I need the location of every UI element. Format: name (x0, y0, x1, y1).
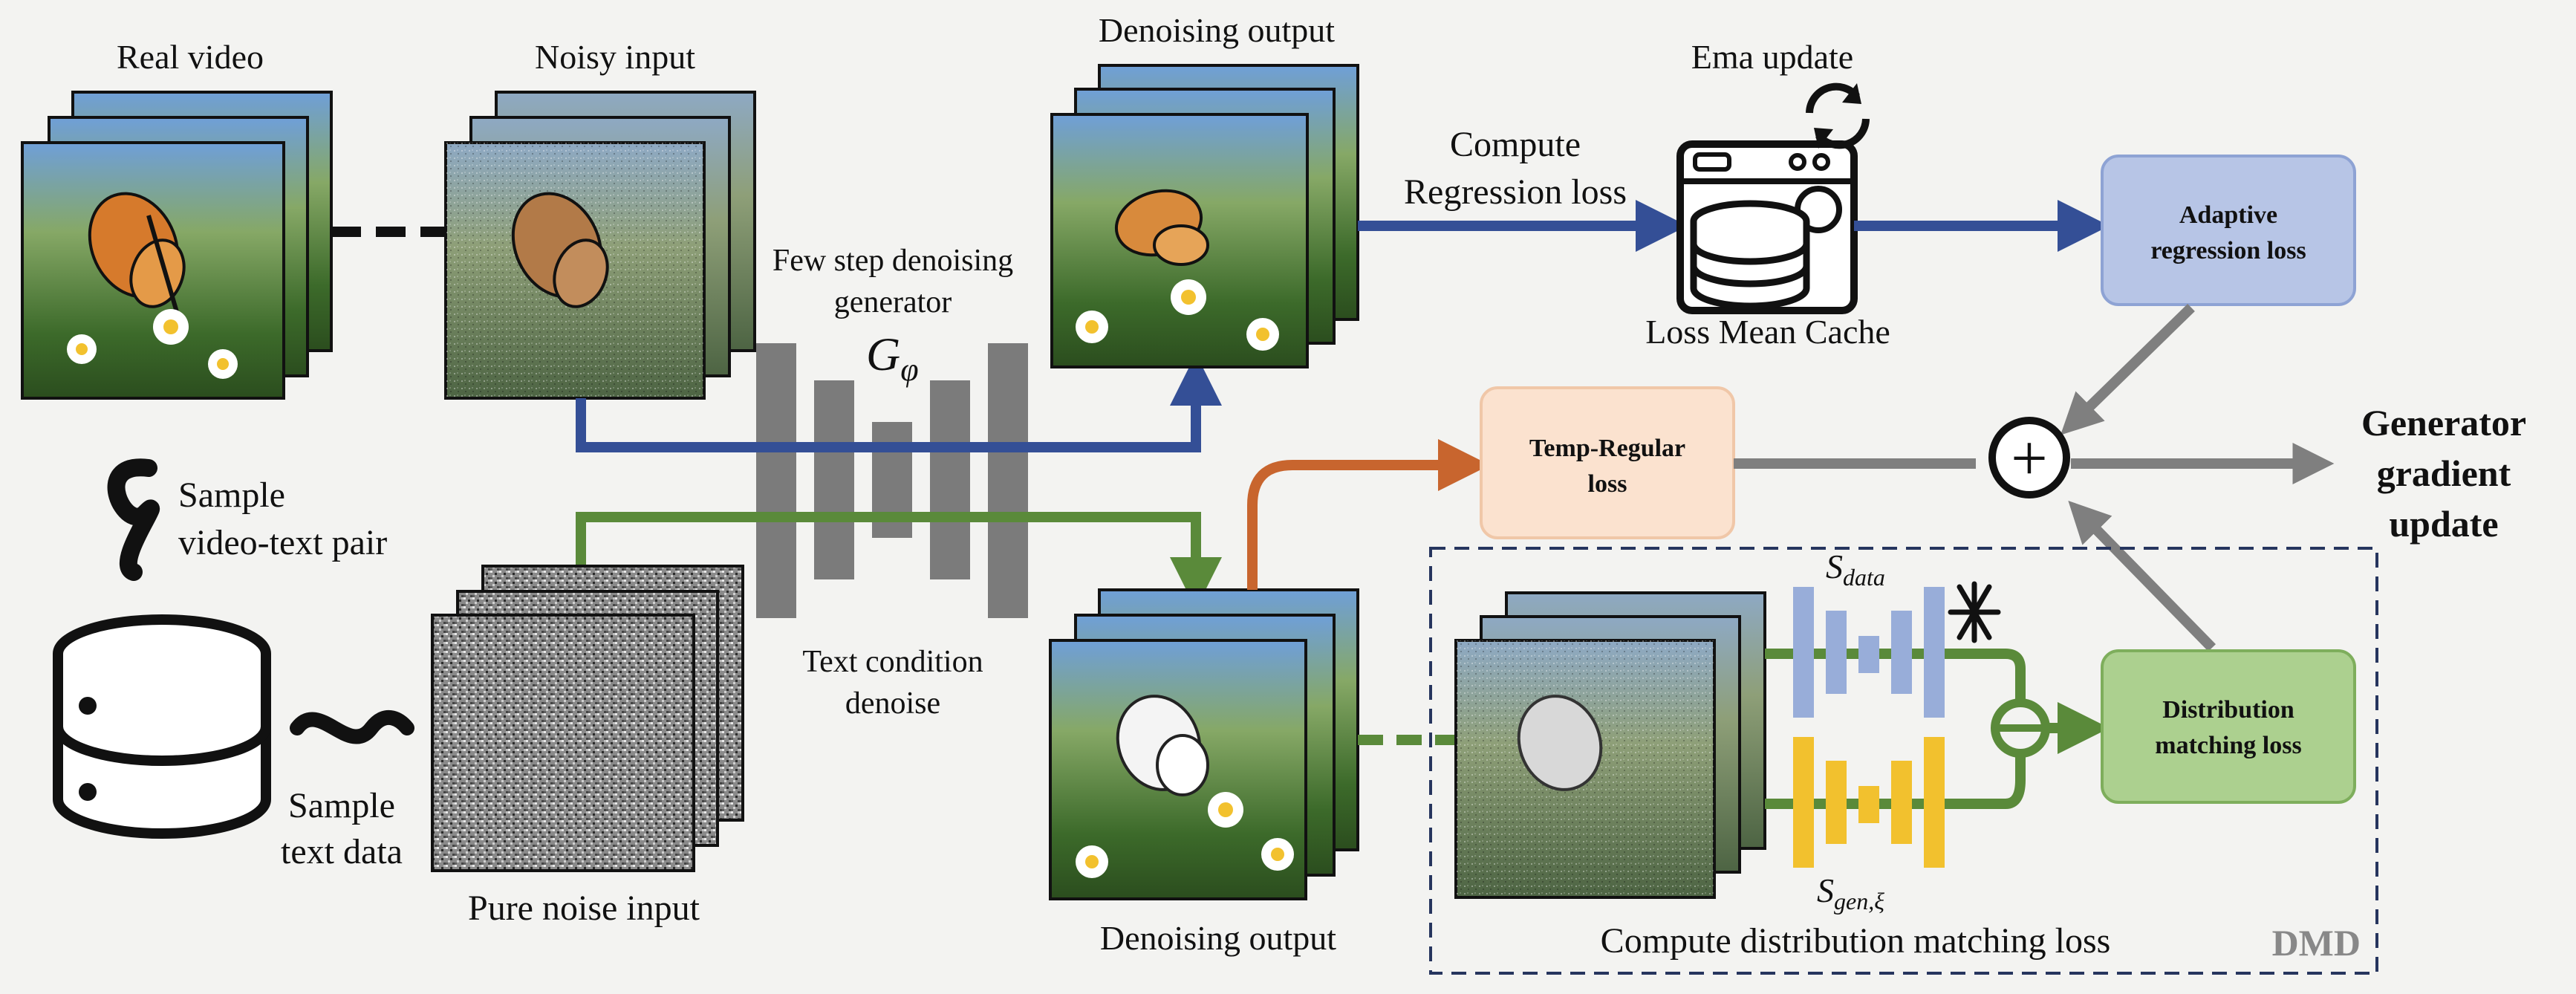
distribution-to-plus-arrow (2068, 500, 2216, 652)
butterfly-icon (511, 192, 609, 308)
temp-regular-loss-box (1480, 386, 1735, 539)
butterfly-icon (1114, 189, 1209, 266)
noisy-input-label: Noisy input (535, 38, 695, 76)
flowers-decoration (1076, 279, 1279, 351)
orange-output-to-temp-arrow (1247, 439, 1490, 590)
ema-refresh-icon (1806, 82, 1870, 149)
sample-pair-label-line1: Sample (178, 475, 285, 515)
dist-label-line1: Distribution (2162, 696, 2294, 724)
sample-text-label-line2: text data (281, 832, 403, 871)
denoising-output-bottom-label: Denoising output (1100, 919, 1336, 957)
denoising-output-top-stack (1050, 64, 1359, 368)
gen-update-label-line1: Generator (2361, 402, 2526, 444)
sample-text-label-line1: Sample (288, 786, 395, 825)
ema-update-label: Ema update (1691, 38, 1853, 76)
adaptive-label-line1: Adaptive (2179, 201, 2277, 229)
distribution-matching-loss-box (2101, 649, 2356, 804)
noisy-input-stack (444, 91, 756, 400)
butterfly-icon (88, 192, 186, 313)
s-data-network (1793, 587, 1945, 718)
temp-label-line2: loss (1588, 470, 1627, 498)
blue-noisy-to-output-arrow (576, 354, 1222, 452)
gen-update-label-line2: gradient (2377, 452, 2511, 494)
sum-operator (1988, 417, 2070, 498)
flowers-decoration (67, 309, 238, 379)
compute-regression-label-line1: Compute (1450, 125, 1581, 164)
generator-symbol: Gφ (866, 328, 919, 388)
s-data-label: Sdata (1826, 548, 1885, 591)
pure-noise-input-label: Pure noise input (468, 889, 700, 928)
dmd-label: DMD (2272, 922, 2361, 964)
dmd-noisy-stack (1454, 591, 1766, 899)
sample-text-tilde-icon (290, 710, 414, 744)
sample-pair-label-line2: video-text pair (178, 523, 387, 562)
denoising-output-top-label: Denoising output (1099, 11, 1335, 49)
temp-label-line1: Temp-Regular (1529, 435, 1685, 462)
compute-dmd-label: Compute distribution matching loss (1601, 921, 2111, 961)
s-gen-network (1793, 737, 1945, 868)
gen-update-label-line3: update (2389, 503, 2498, 545)
text-condition-label-line2: denoise (845, 686, 940, 721)
few-step-generator-network (756, 343, 1028, 618)
dmd-region (1429, 547, 2378, 975)
adaptive-to-plus-arrow (2060, 303, 2195, 435)
generator-label-line1: Few step denoising (773, 244, 1013, 278)
sample-pair-squiggle-icon (107, 458, 160, 581)
denoising-output-bottom-stack (1049, 588, 1359, 900)
plus-symbol: + (2011, 423, 2048, 495)
s-gen-label: Sgen,ξ (1817, 871, 1884, 915)
white-butterfly-icon (1116, 695, 1209, 796)
adaptive-label-line2: regression loss (2150, 237, 2306, 264)
snowflake-icon (1948, 581, 2001, 643)
green-noise-to-output-arrow (576, 512, 1222, 609)
adaptive-regression-loss-box (2101, 155, 2356, 306)
database-icon (53, 614, 271, 839)
flowers-decoration (1076, 792, 1294, 878)
loss-mean-cache-label: Loss Mean Cache (1645, 313, 1890, 351)
loss-mean-cache-icon (1676, 140, 1858, 314)
real-video-stack (21, 91, 333, 400)
dist-label-line2: matching loss (2155, 732, 2301, 759)
compute-regression-label-line2: Regression loss (1404, 172, 1627, 212)
real-video-label: Real video (117, 38, 264, 76)
white-butterfly-icon (1517, 695, 1603, 791)
generator-label-line2: generator (834, 285, 952, 319)
text-condition-label-line1: Text condition (802, 645, 983, 679)
pure-noise-stack (431, 565, 744, 872)
